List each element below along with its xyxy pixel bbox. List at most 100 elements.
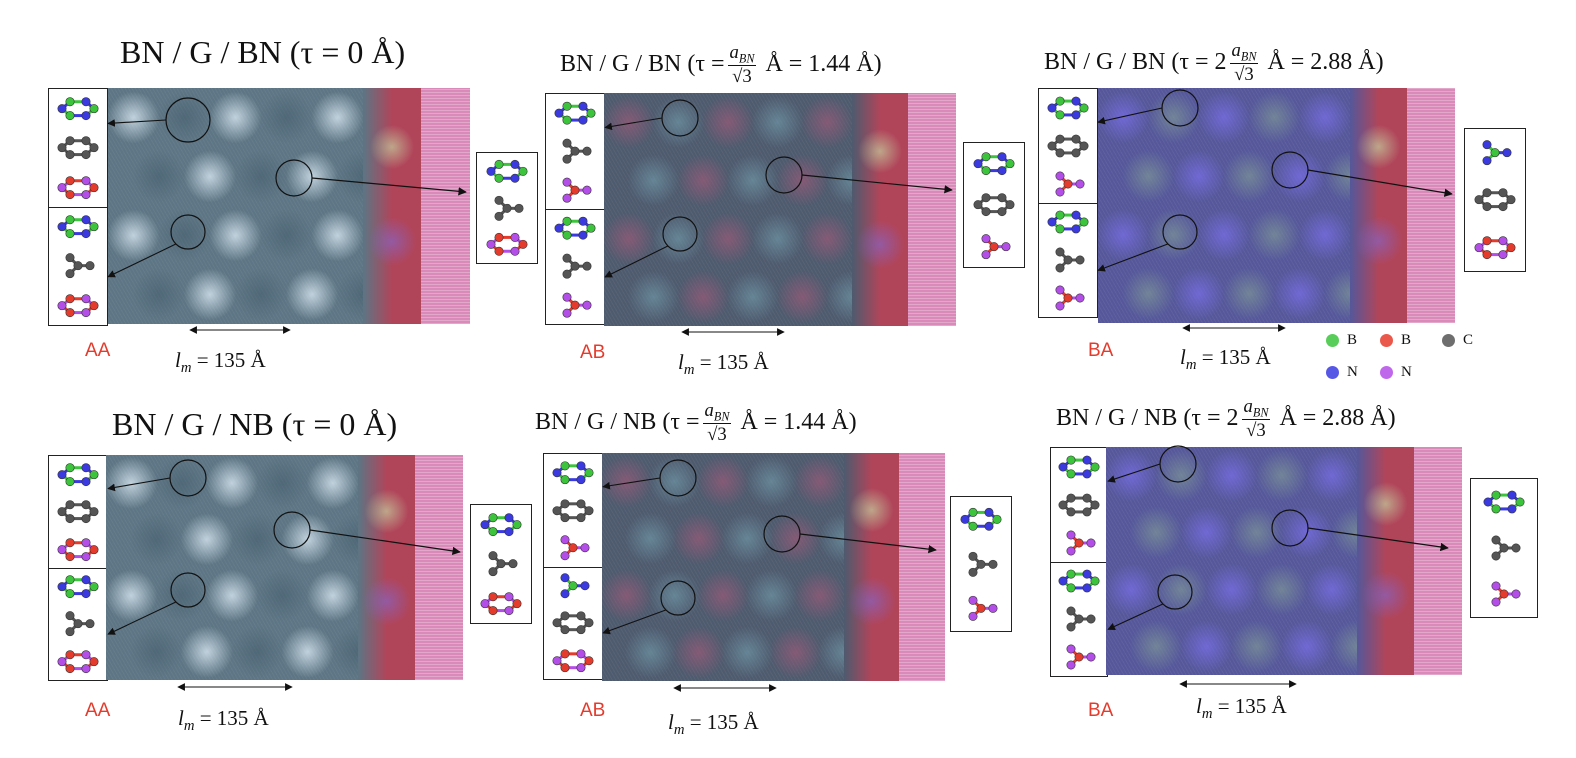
bn-ring-icon xyxy=(49,456,107,493)
carbon-ring-icon xyxy=(544,492,602,530)
moire-pattern xyxy=(602,453,844,681)
carbon-trimer-icon xyxy=(951,542,1011,587)
length-subscript: m xyxy=(1185,357,1197,374)
panel-title: BN / G / NB (τ =aBN√3 Å = 1.44 Å) xyxy=(535,400,857,445)
pink-layer-strip xyxy=(415,455,463,680)
pink-layer-strip xyxy=(1407,88,1455,323)
bn-trimer-icon xyxy=(544,529,602,567)
fraction-numerator: aBN xyxy=(1229,40,1259,64)
moire-length-label: lm = 135 Å xyxy=(678,350,769,379)
inset-divider xyxy=(49,568,107,569)
fraction-numerator: aBN xyxy=(727,43,757,66)
pink-layer-strip xyxy=(421,88,470,324)
panel-title: BN / G / NB (τ = 0 Å) xyxy=(112,406,398,442)
bn-ring-icon xyxy=(1471,479,1537,525)
carbon-ring-icon xyxy=(49,493,107,530)
pink-layer-strip xyxy=(1414,447,1462,675)
lattice-symbol: a xyxy=(704,400,714,421)
inset-divider xyxy=(544,566,602,568)
pink-layer-strip xyxy=(899,453,945,681)
bn-trimer-icon xyxy=(1051,524,1107,562)
length-value: = 135 Å xyxy=(694,350,769,374)
legend-item-n-purple: N xyxy=(1380,364,1412,381)
moire-edge-strip xyxy=(844,453,899,681)
length-symbol: l xyxy=(178,706,184,730)
length-subscript: m xyxy=(180,360,192,377)
title-prefix: BN / G / NB (τ = xyxy=(535,408,700,435)
bn-trimer-icon xyxy=(1039,165,1097,203)
bn-red-ring-icon xyxy=(471,584,531,623)
bn-ring-icon xyxy=(49,568,107,605)
stacking-inset-left xyxy=(48,455,108,681)
bn-ring-icon xyxy=(546,209,604,247)
legend-dot xyxy=(1442,334,1455,348)
length-value: = 135 Å xyxy=(1196,345,1271,369)
bn-trimer-icon xyxy=(1039,279,1097,317)
pink-layer-strip xyxy=(908,93,956,326)
legend-dot xyxy=(1380,366,1393,380)
lattice-symbol: a xyxy=(1231,40,1241,61)
bn-red-ring-icon xyxy=(49,643,107,680)
legend-label: C xyxy=(1463,332,1474,348)
length-value: = 135 Å xyxy=(1212,694,1287,718)
title-fraction: aBN√3 xyxy=(1229,40,1259,85)
length-subscript: m xyxy=(183,718,195,735)
legend-dot xyxy=(1326,366,1339,380)
title-fraction: aBN√3 xyxy=(1241,396,1271,441)
stacking-label: BA xyxy=(1088,340,1114,361)
moire-pattern xyxy=(1098,88,1350,323)
title-prefix: BN / G / NB (τ = 2 xyxy=(1056,404,1239,431)
lattice-symbol: a xyxy=(1243,396,1253,417)
legend-label: B xyxy=(1401,332,1412,348)
legend-dot xyxy=(1326,334,1339,348)
length-symbol: l xyxy=(1196,694,1202,718)
moire-map xyxy=(602,453,945,681)
bn-trimer-icon xyxy=(951,586,1011,631)
fraction-numerator: aBN xyxy=(1241,396,1271,420)
stacking-label: AA xyxy=(85,340,111,361)
legend-item-b-green: B xyxy=(1326,332,1357,349)
title-prefix: BN / G / BN (τ = xyxy=(560,50,725,77)
bn-red-ring-icon xyxy=(544,642,602,680)
bn-red-ring-icon xyxy=(49,286,107,325)
atom-legend: B B C N N xyxy=(1326,328,1473,388)
moire-length-label: lm = 135 Å xyxy=(668,710,759,739)
carbon-ring-icon xyxy=(544,604,602,642)
stacking-inset-left xyxy=(1038,88,1098,318)
bn-ring-icon xyxy=(951,497,1011,542)
stacking-inset-right xyxy=(950,496,1012,632)
panel-title: BN / G / BN (τ = 0 Å) xyxy=(120,34,406,70)
moire-map xyxy=(108,88,470,324)
legend-label: N xyxy=(1401,364,1412,380)
bn-red-ring-icon xyxy=(477,226,537,263)
bn-ring-icon xyxy=(964,143,1024,184)
legend-label: N xyxy=(1347,364,1358,380)
bn-red-ring-icon xyxy=(49,168,107,207)
length-subscript: m xyxy=(1201,706,1213,723)
moire-map xyxy=(1098,88,1455,323)
carbon-trimer-icon xyxy=(49,605,107,642)
stacking-label: BA xyxy=(1088,700,1114,721)
bn-ring-icon xyxy=(1051,562,1107,600)
bn-red-ring-icon xyxy=(49,531,107,568)
carbon-trimer-icon xyxy=(49,246,107,285)
length-value: = 135 Å xyxy=(194,706,269,730)
bn-ring-icon xyxy=(1039,89,1097,127)
lattice-subscript: BN xyxy=(1252,405,1269,420)
title-fraction: aBN√3 xyxy=(727,43,757,87)
stacking-inset-right xyxy=(470,504,532,624)
bn-ring-icon xyxy=(471,505,531,544)
bn-trimer-icon xyxy=(964,226,1024,267)
stacking-inset-left xyxy=(543,453,603,680)
lattice-subscript: BN xyxy=(1240,49,1257,64)
legend-item-b-red: B xyxy=(1380,332,1411,349)
carbon-trimer-icon xyxy=(1471,525,1537,571)
moire-edge-strip xyxy=(358,455,415,680)
carbon-trimer-icon xyxy=(546,132,604,170)
bn-trimer-icon xyxy=(546,286,604,324)
fraction-denominator: √3 xyxy=(1246,419,1266,441)
fraction-denominator: √3 xyxy=(1234,63,1254,85)
moire-map xyxy=(1106,447,1462,675)
